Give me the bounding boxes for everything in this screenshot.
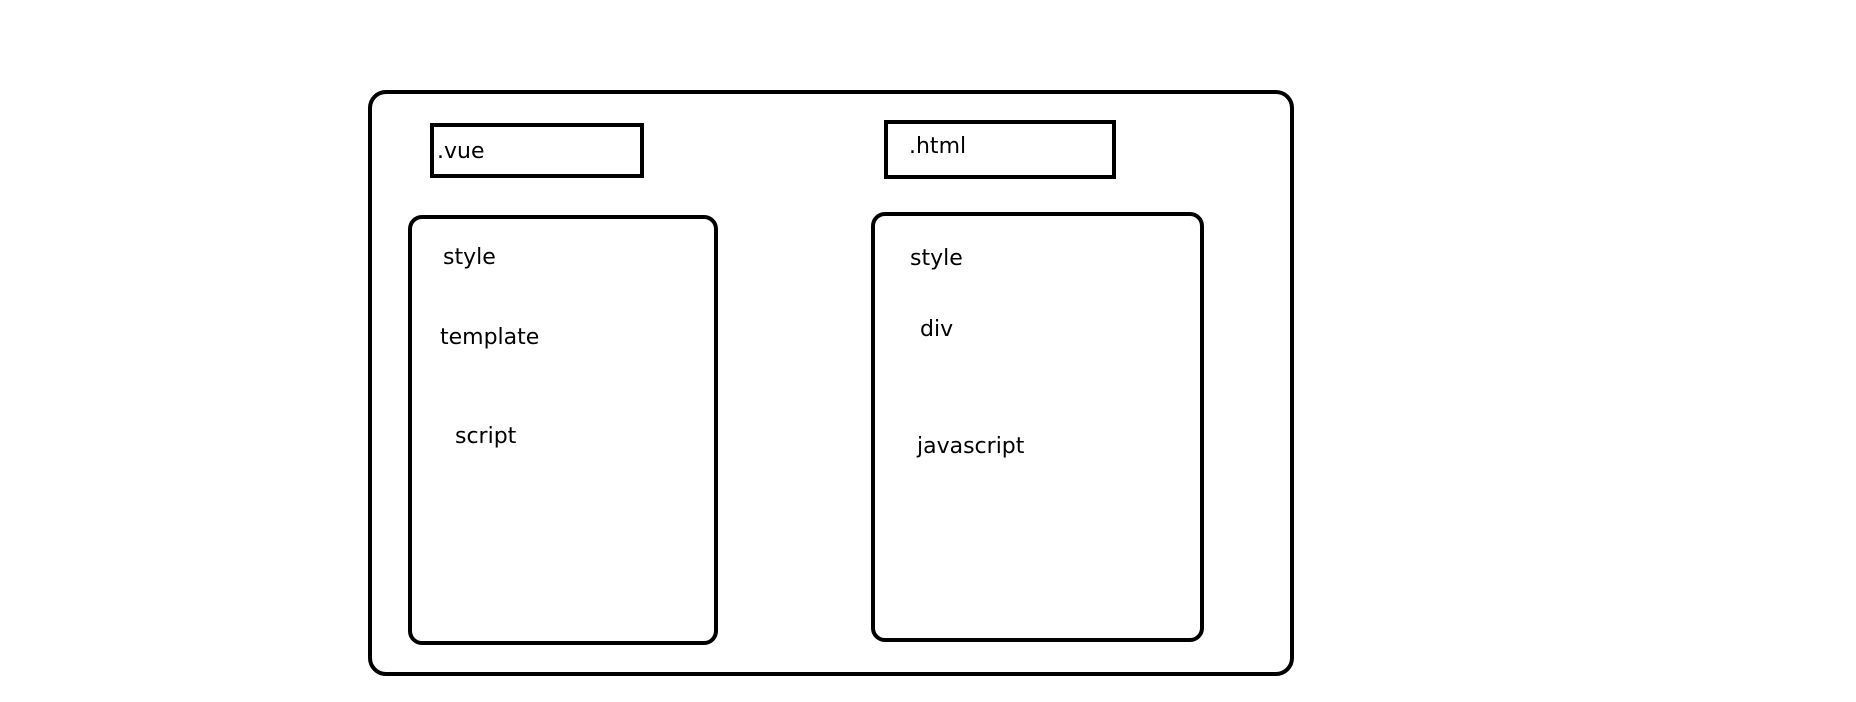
html-file-panel <box>871 212 1204 642</box>
vue-file-label-box <box>430 123 644 178</box>
vue-file-panel <box>408 215 718 645</box>
html-div-label: div <box>920 317 954 342</box>
html-file-label: .html <box>909 134 967 159</box>
html-javascript-label: javascript <box>917 434 1025 459</box>
html-style-label: style <box>910 246 963 271</box>
vue-script-label: script <box>455 424 517 449</box>
html-file-label-box <box>884 120 1116 179</box>
vue-template-label: template <box>440 325 540 350</box>
vue-file-label: .vue <box>437 139 485 164</box>
vue-style-label: style <box>443 245 496 270</box>
